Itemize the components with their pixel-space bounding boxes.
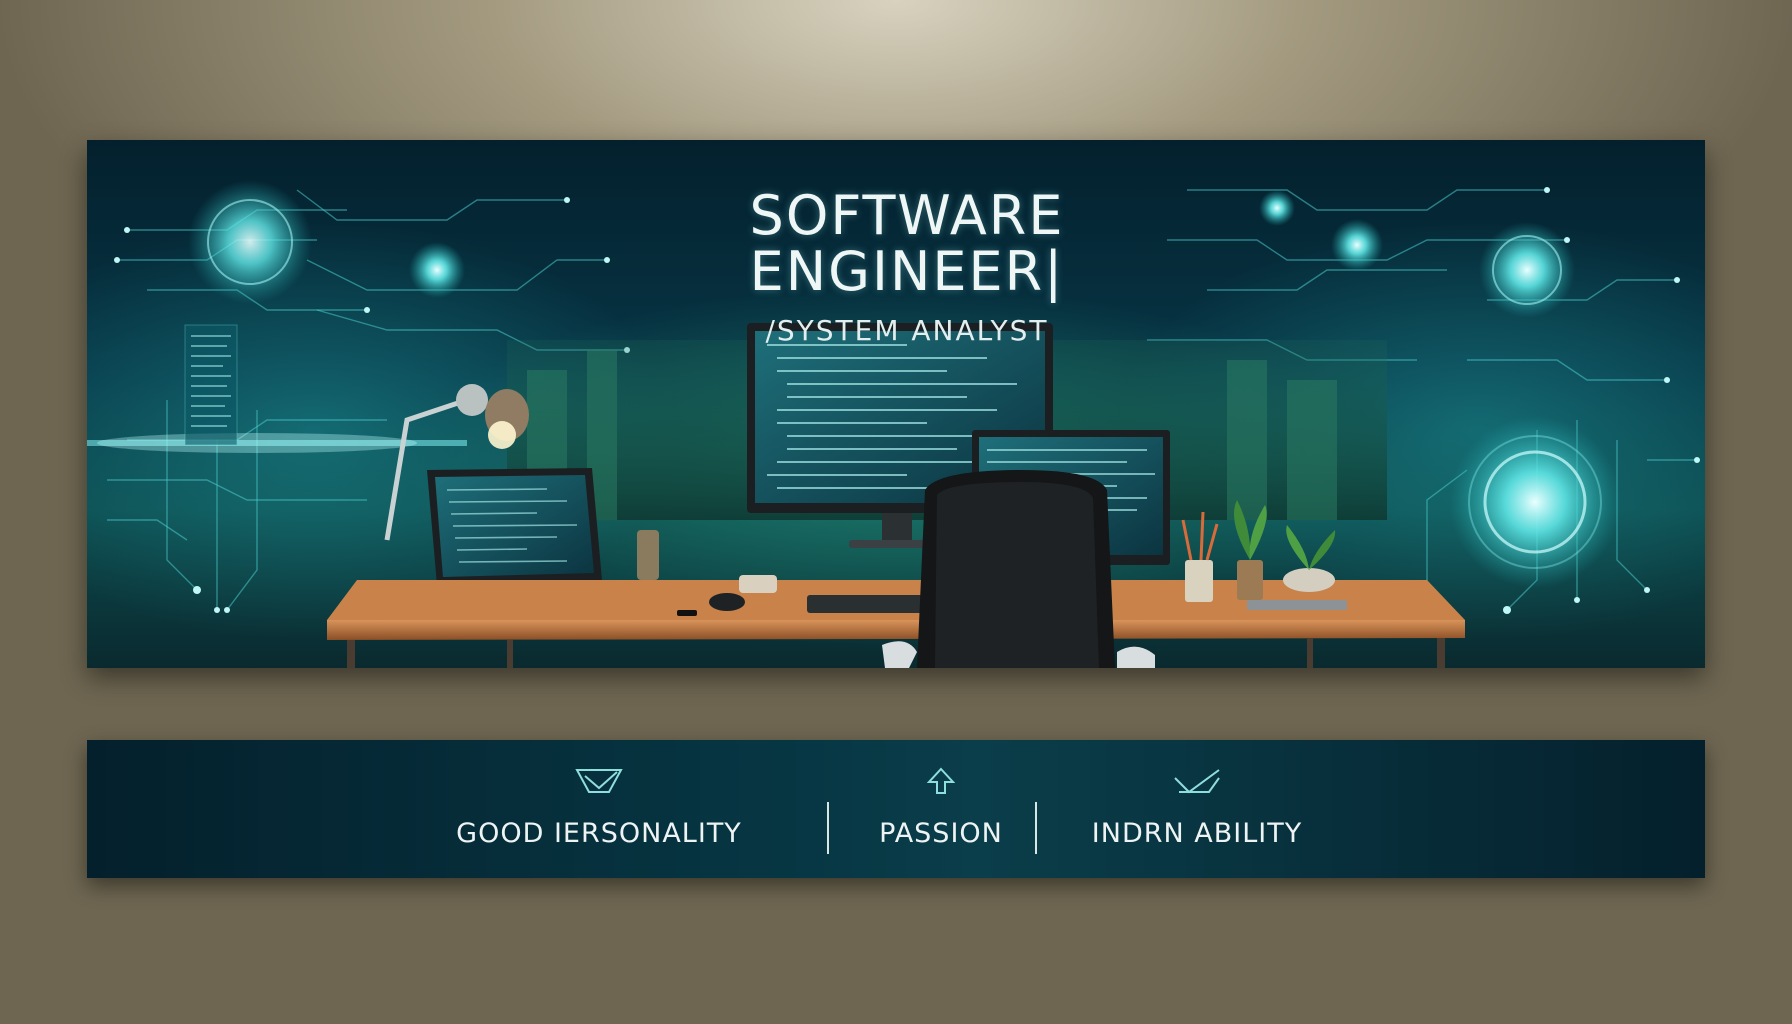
keyboard bbox=[807, 595, 957, 613]
desk-plants bbox=[1181, 500, 1347, 610]
trait-label: GOOD IERSONALITY bbox=[456, 818, 742, 849]
trait-ability: INDRN ABILITY bbox=[1067, 766, 1327, 849]
trait-label: PASSION bbox=[879, 818, 1003, 849]
mouse bbox=[709, 593, 745, 611]
office-chair bbox=[882, 470, 1155, 668]
glow-orbs bbox=[188, 180, 1621, 588]
trait-passion: PASSION bbox=[851, 766, 1031, 849]
light-streak bbox=[87, 440, 467, 446]
flame-arrow-icon bbox=[926, 767, 956, 794]
main-monitor bbox=[747, 323, 1053, 548]
desk-jar bbox=[637, 530, 659, 580]
subtitle: /SYSTEM ANALYST bbox=[765, 314, 1049, 347]
trait-good-personality: GOOD IERSONALITY bbox=[449, 766, 749, 849]
title-block: SOFTWARE ENGINEER| /SYSTEM ANALYST bbox=[647, 184, 1167, 348]
data-panel bbox=[184, 324, 238, 446]
trait-label: INDRN ABILITY bbox=[1091, 818, 1303, 849]
check-badge-icon bbox=[1174, 769, 1220, 794]
trait-divider bbox=[827, 802, 829, 854]
traits-bar: GOOD IERSONALITY PASSION INDRN ABILITY bbox=[87, 740, 1705, 878]
title-line-2: ENGINEER| bbox=[749, 240, 1065, 303]
desk-lamp bbox=[384, 397, 468, 541]
title-line-1: SOFTWARE bbox=[749, 184, 1065, 247]
hero-banner: SOFTWARE ENGINEER| /SYSTEM ANALYST bbox=[87, 140, 1705, 668]
chevron-badge-icon bbox=[575, 769, 623, 793]
trait-divider bbox=[1035, 802, 1037, 854]
workspace-illustration bbox=[87, 180, 1700, 668]
